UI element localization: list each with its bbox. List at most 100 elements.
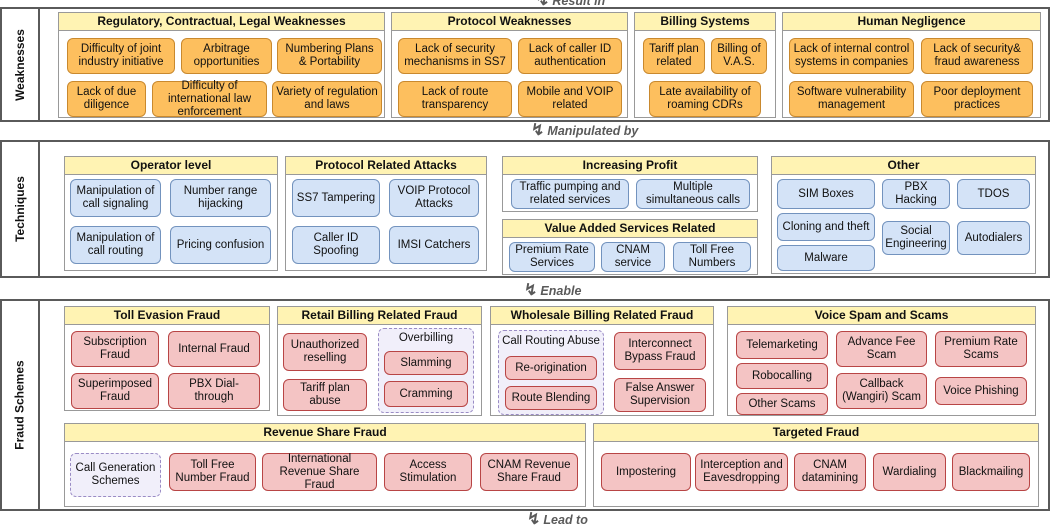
technique-box: Multiple simultaneous calls xyxy=(636,179,750,209)
technique-box: Malware xyxy=(777,245,875,271)
curved-arrow-icon: ↯ xyxy=(531,122,545,139)
category-retail-billing: Retail Billing Related Fraud Unauthorize… xyxy=(277,306,482,416)
fraud-box: CNAM datamining xyxy=(794,453,866,491)
fraud-box: Impostering xyxy=(601,453,691,491)
weakness-box: Lack of caller ID authentication xyxy=(518,38,622,74)
category-title: Retail Billing Related Fraud xyxy=(278,307,481,325)
weakness-box: Arbitrage opportunities xyxy=(181,38,272,74)
category-operator-level: Operator level Manipulation of call sign… xyxy=(64,156,278,271)
connector-lead-to: ↯ Lead to xyxy=(527,511,588,528)
category-vas-related: Value Added Services Related Premium Rat… xyxy=(502,219,758,275)
category-revenue-share: Revenue Share Fraud Call Generation Sche… xyxy=(64,423,586,507)
fraud-box: Unauthorized reselling xyxy=(283,333,367,371)
weakness-box: Lack of route transparency xyxy=(398,81,512,117)
category-title: Protocol Weaknesses xyxy=(392,13,627,31)
fraud-box: Voice Phishing xyxy=(935,377,1027,405)
fraud-box: Telemarketing xyxy=(736,331,828,359)
curved-arrow-icon: ↯ xyxy=(527,511,541,528)
weakness-box: Lack of internal control systems in comp… xyxy=(789,38,914,74)
fraud-box: Cramming xyxy=(384,381,468,407)
category-other: Other SIM Boxes PBX Hacking TDOS Cloning… xyxy=(771,156,1036,274)
category-regulatory: Regulatory, Contractual, Legal Weaknesse… xyxy=(58,12,385,118)
fraud-box: Internal Fraud xyxy=(168,331,260,367)
fraud-box: False Answer Supervision xyxy=(614,378,706,412)
fraud-box: Toll Free Number Fraud xyxy=(169,453,256,491)
weakness-box: Software vulnerability management xyxy=(789,81,914,117)
weakness-box: Mobile and VOIP related xyxy=(518,81,622,117)
weaknesses-label-column: Weaknesses xyxy=(2,9,40,120)
category-title: Revenue Share Fraud xyxy=(65,424,585,442)
category-title: Human Negligence xyxy=(783,13,1040,31)
fraud-box: Slamming xyxy=(384,351,468,375)
fraud-box: Subscription Fraud xyxy=(71,331,159,367)
fraud-box: Premium Rate Scams xyxy=(935,331,1027,367)
fraud-schemes-label-column: Fraud Schemes xyxy=(2,301,40,509)
category-title: Voice Spam and Scams xyxy=(728,307,1035,325)
connector-label: Lead to xyxy=(543,513,588,527)
category-title: Targeted Fraud xyxy=(594,424,1038,442)
category-protocol-weaknesses: Protocol Weaknesses Lack of security mec… xyxy=(391,12,628,118)
group-label: Overbilling xyxy=(398,332,454,344)
curved-arrow-icon: ↯ xyxy=(524,282,538,299)
fraud-box: Interception and Eavesdropping xyxy=(695,453,788,491)
fraud-box: Re-origination xyxy=(505,356,597,380)
category-title: Operator level xyxy=(65,157,277,175)
fraud-box: Callback (Wangiri) Scam xyxy=(836,373,927,409)
connector-enable: ↯ Enable xyxy=(524,282,582,299)
category-title: Protocol Related Attacks xyxy=(286,157,486,175)
weakness-box: Variety of regulation and laws xyxy=(272,81,382,117)
fraud-box: Superimposed Fraud xyxy=(71,373,159,409)
technique-box: SS7 Tampering xyxy=(292,179,380,217)
category-toll-evasion: Toll Evasion Fraud Subscription Fraud In… xyxy=(64,306,270,411)
weakness-box: Numbering Plans & Portability xyxy=(277,38,382,74)
fraud-box: Other Scams xyxy=(736,393,828,415)
fraud-box: International Revenue Share Fraud xyxy=(262,453,377,491)
technique-box: Manipulation of call routing xyxy=(70,226,161,264)
category-title: Wholesale Billing Related Fraud xyxy=(491,307,713,325)
category-targeted: Targeted Fraud Impostering Interception … xyxy=(593,423,1039,507)
technique-box: CNAM service xyxy=(601,242,665,272)
weaknesses-section: Weaknesses Regulatory, Contractual, Lega… xyxy=(0,7,1050,122)
technique-box: SIM Boxes xyxy=(777,179,875,209)
category-billing-systems: Billing Systems Tariff plan related Bill… xyxy=(634,12,776,118)
weakness-box: Lack of security& fraud awareness xyxy=(921,38,1033,74)
connector-result-in: ↯ Result in xyxy=(536,0,605,9)
weakness-box: Poor deployment practices xyxy=(921,81,1033,117)
connector-label: Enable xyxy=(540,284,582,298)
fraud-schemes-section: Fraud Schemes Toll Evasion Fraud Subscri… xyxy=(0,299,1050,511)
technique-box: Cloning and theft xyxy=(777,213,875,241)
weakness-box: Lack of due diligence xyxy=(67,81,146,117)
technique-box: TDOS xyxy=(957,179,1030,209)
fraud-box: Interconnect Bypass Fraud xyxy=(614,332,706,370)
category-title: Other xyxy=(772,157,1035,175)
category-wholesale-billing: Wholesale Billing Related Fraud Call Rou… xyxy=(490,306,714,416)
section-label: Weaknesses xyxy=(13,28,27,101)
technique-box: Toll Free Numbers xyxy=(673,242,751,272)
technique-box: Social Engineering xyxy=(882,221,950,255)
group-label: Call Routing Abuse xyxy=(502,335,600,347)
technique-box: Caller ID Spoofing xyxy=(292,226,380,264)
weakness-box: Tariff plan related xyxy=(643,38,705,74)
connector-manipulated-by: ↯ Manipulated by xyxy=(531,122,638,139)
category-title: Increasing Profit xyxy=(503,157,757,175)
technique-box: Autodialers xyxy=(957,221,1030,255)
technique-box: PBX Hacking xyxy=(882,179,950,209)
technique-box: IMSI Catchers xyxy=(389,226,479,264)
weakness-box: Difficulty of international law enforcem… xyxy=(152,80,267,118)
technique-box: Pricing confusion xyxy=(170,226,271,264)
fraud-box: Robocalling xyxy=(736,363,828,389)
overbilling-group: Overbilling Slamming Cramming xyxy=(378,328,474,413)
category-title: Value Added Services Related xyxy=(503,220,757,238)
technique-box: VOIP Protocol Attacks xyxy=(389,179,479,217)
weakness-box: Billing of V.A.S. xyxy=(711,38,767,74)
technique-box: Manipulation of call signaling xyxy=(70,179,161,217)
fraud-box: Route Blending xyxy=(505,386,597,410)
category-increasing-profit: Increasing Profit Traffic pumping and re… xyxy=(502,156,758,212)
fraud-box: Access Stimulation xyxy=(384,453,472,491)
techniques-section: Techniques Operator level Manipulation o… xyxy=(0,140,1050,278)
section-label: Techniques xyxy=(13,176,28,242)
weakness-box: Difficulty of joint industry initiative xyxy=(67,38,175,74)
call-generation-group: Call Generation Schemes xyxy=(70,453,161,497)
technique-box: Traffic pumping and related services xyxy=(511,179,629,209)
fraud-box: CNAM Revenue Share Fraud xyxy=(480,453,578,491)
